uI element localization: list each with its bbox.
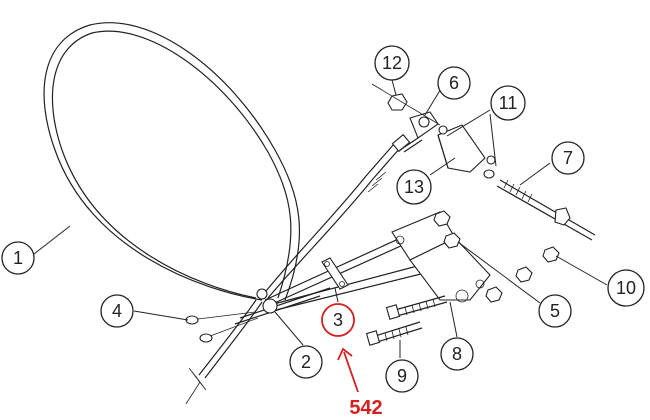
rods: [185, 219, 446, 343]
bracket-plate-part: [321, 257, 349, 290]
lower-cable: [185, 299, 263, 405]
callout-3-highlighted: 3: [321, 303, 355, 337]
nuts: [433, 210, 560, 303]
svg-text:4: 4: [112, 301, 122, 321]
cable-loop: [43, 22, 301, 301]
reference-arrow: [337, 347, 359, 393]
reference-label: 542: [349, 397, 382, 419]
svg-text:12: 12: [382, 53, 402, 73]
callout-7: 7: [551, 141, 585, 175]
svg-text:2: 2: [301, 352, 311, 372]
bolts: [365, 295, 448, 346]
callout-4: 4: [100, 294, 134, 328]
callout-9: 9: [385, 359, 419, 393]
callout-8: 8: [440, 337, 474, 371]
callout-6: 6: [437, 66, 471, 100]
callout-12: 12: [374, 45, 410, 81]
svg-text:10: 10: [616, 278, 636, 298]
svg-text:11: 11: [499, 93, 518, 113]
svg-text:7: 7: [563, 148, 573, 168]
callout-11: 11: [490, 85, 526, 121]
callout-13: 13: [396, 169, 432, 205]
svg-text:6: 6: [449, 73, 459, 93]
callout-1: 1: [1, 241, 35, 275]
svg-text:9: 9: [397, 366, 407, 386]
leader-lines: [33, 79, 608, 358]
junction-fitting: [256, 288, 278, 314]
svg-text:8: 8: [452, 344, 462, 364]
top-nut: [371, 83, 441, 126]
svg-text:3: 3: [333, 310, 343, 330]
svg-text:13: 13: [404, 177, 424, 197]
svg-text:1: 1: [13, 248, 23, 268]
svg-text:5: 5: [550, 301, 560, 321]
callout-10: 10: [607, 269, 645, 307]
threaded-rod: [483, 169, 596, 241]
callout-2: 2: [289, 345, 323, 379]
callout-5: 5: [538, 294, 572, 328]
rod-end: [399, 111, 439, 153]
block-bracket: [437, 124, 496, 173]
